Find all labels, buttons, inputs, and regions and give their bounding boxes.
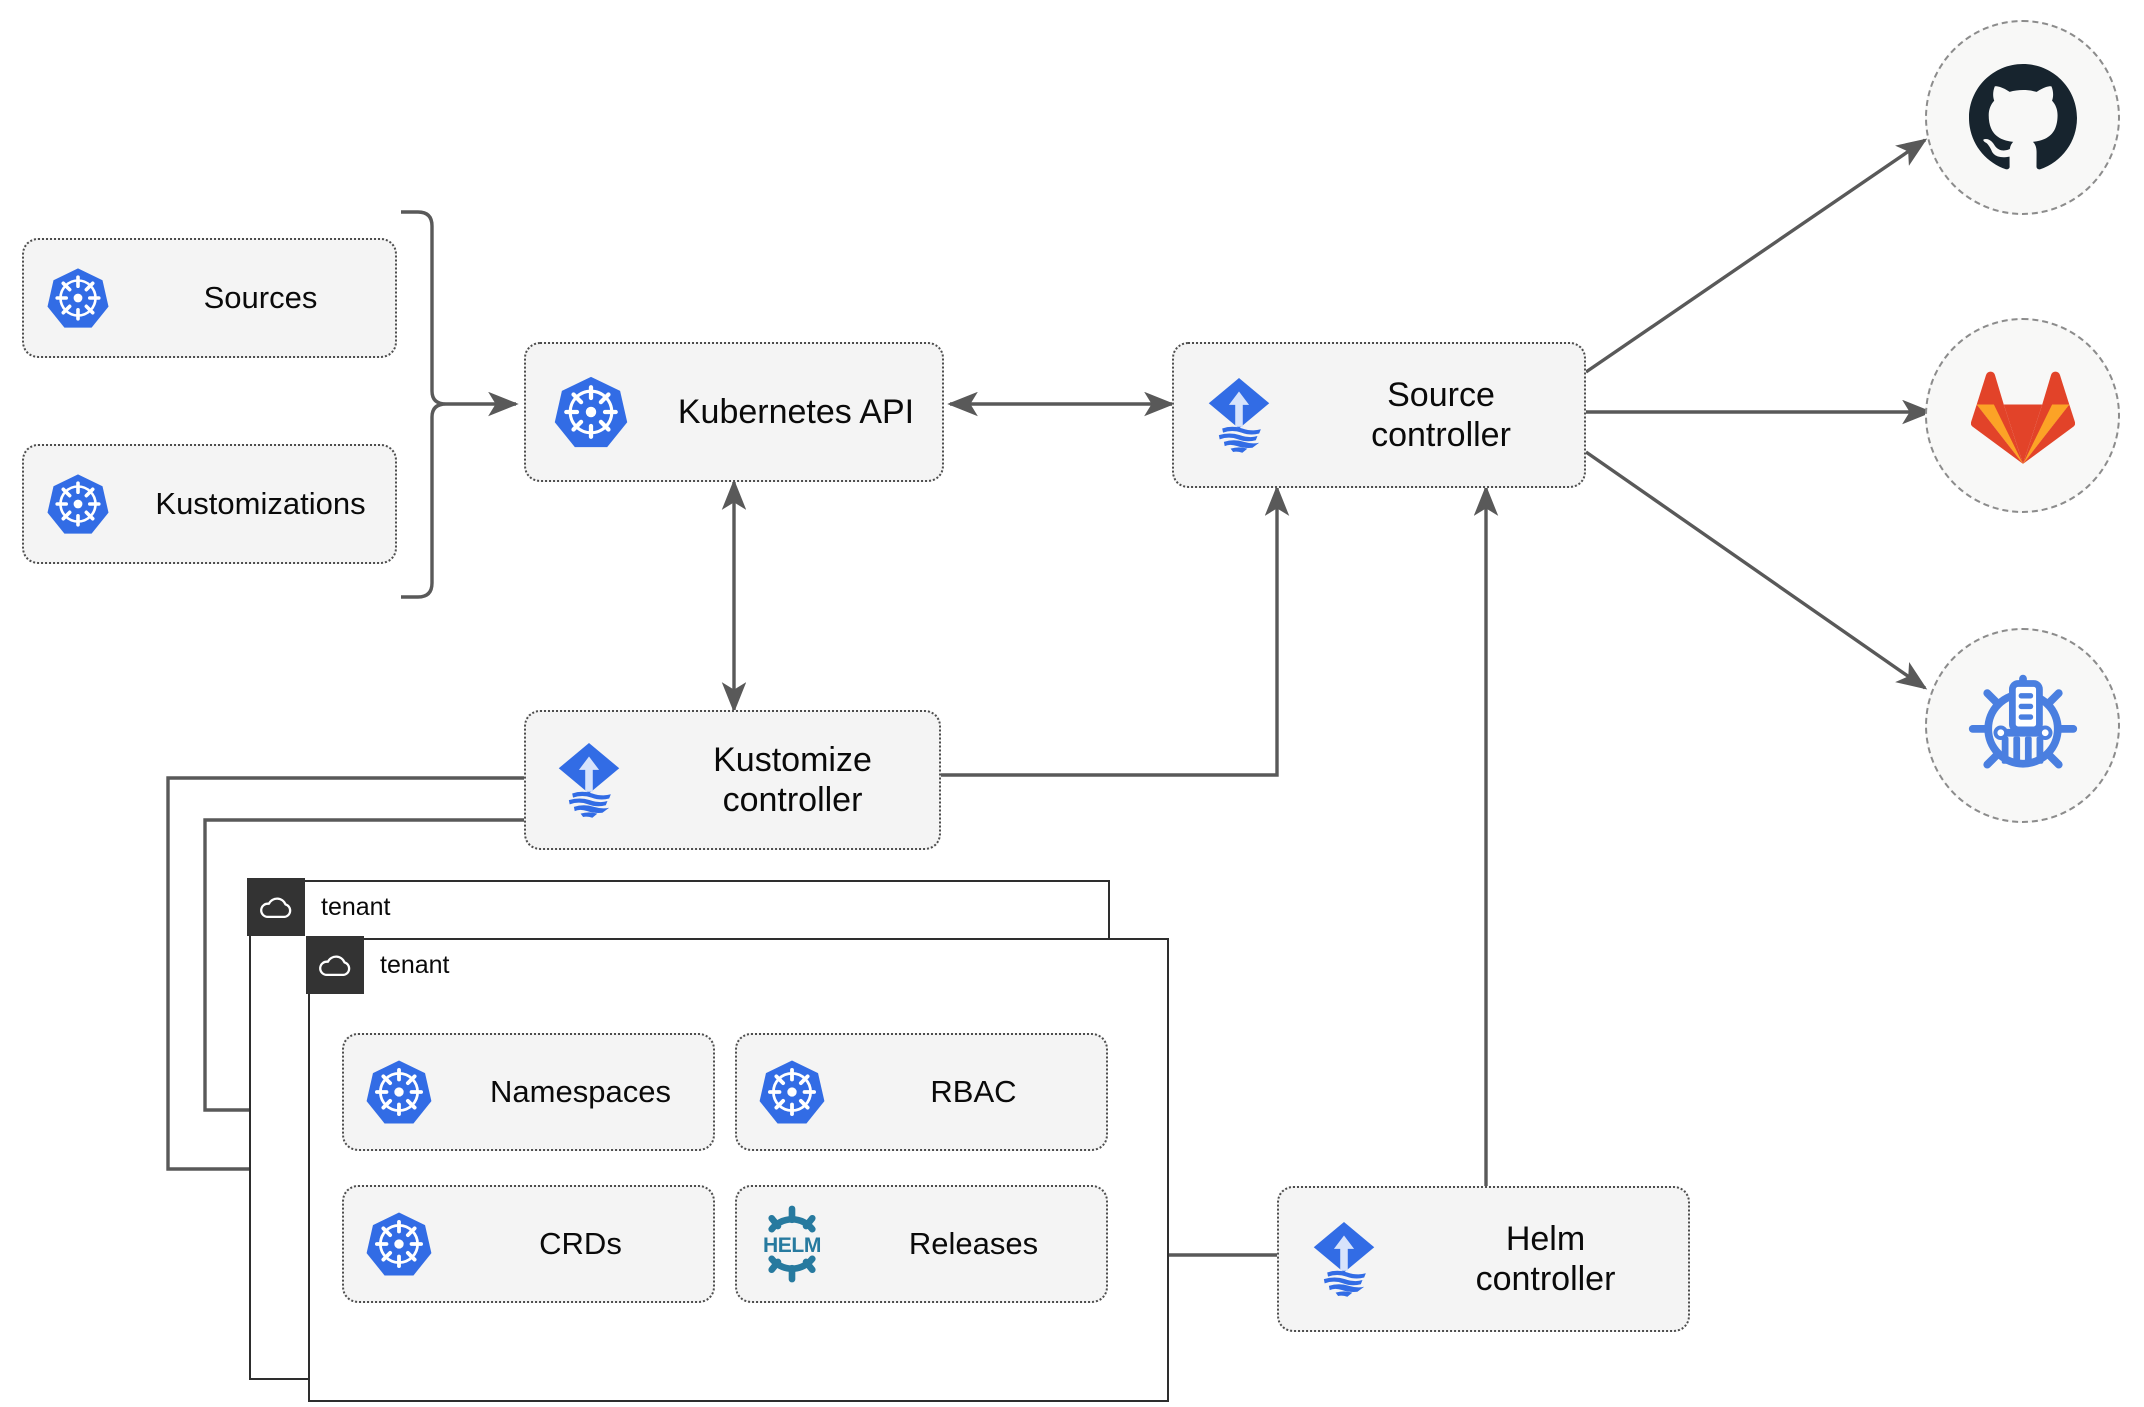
kubernetes-icon [24,472,132,536]
node-label: Kustomize controller [713,740,872,819]
node-label: Releases [908,1225,1039,1261]
node-helm-controller[interactable]: Helm controller [1277,1186,1690,1332]
node-kustomizations[interactable]: Kustomizations [22,444,397,564]
provider-bucket[interactable] [1925,628,2120,823]
node-rbac[interactable]: RBAC [735,1033,1108,1151]
node-label: Source controller [1371,375,1511,454]
tenant-header-outer: tenant [247,878,391,936]
node-label: CRDs [539,1225,622,1261]
node-source-controller[interactable]: Source controller [1172,342,1586,488]
tenant-title: tenant [380,950,450,979]
kubernetes-icon [737,1058,847,1126]
flux-icon [1174,373,1304,457]
kubernetes-icon [344,1058,454,1126]
edge-kustomize-to-source-controller [941,485,1290,777]
cloud-icon [247,878,305,936]
node-sources[interactable]: Sources [22,238,397,358]
node-label: Sources [203,279,318,315]
kubernetes-icon [24,266,132,330]
gitlab-icon [1970,371,2075,464]
bracket-sources-kustomizations [401,210,447,599]
svg-text:HELM: HELM [763,1234,821,1257]
provider-github[interactable] [1925,20,2120,215]
node-label: Kubernetes API [677,392,915,431]
edge-source-to-bucket [1585,450,1928,690]
tenant-box-inner [308,938,1169,1402]
node-label: Helm controller [1475,1219,1616,1298]
edge-source-to-github [1585,138,1928,374]
node-label: RBAC [930,1073,1017,1109]
tenant-title: tenant [321,892,391,921]
node-label: Kustomizations [155,485,366,521]
node-label: Namespaces [490,1073,671,1109]
flux-icon [1279,1217,1409,1301]
helm-icon: HELM [737,1205,847,1283]
node-crds[interactable]: CRDs [342,1185,715,1303]
cloud-icon [306,936,364,994]
github-icon [1968,63,2077,169]
flux-icon [526,738,652,822]
node-kustomize-controller[interactable]: Kustomize controller [524,710,941,850]
artifact-bucket-icon [1968,674,2077,769]
kubernetes-icon [344,1210,454,1278]
tenant-header-inner: tenant [306,936,450,994]
node-namespaces[interactable]: Namespaces [342,1033,715,1151]
node-releases[interactable]: HELM Releases [735,1185,1108,1303]
node-kubernetes-api[interactable]: Kubernetes API [524,342,944,482]
kubernetes-icon [526,374,656,450]
provider-gitlab[interactable] [1925,318,2120,513]
